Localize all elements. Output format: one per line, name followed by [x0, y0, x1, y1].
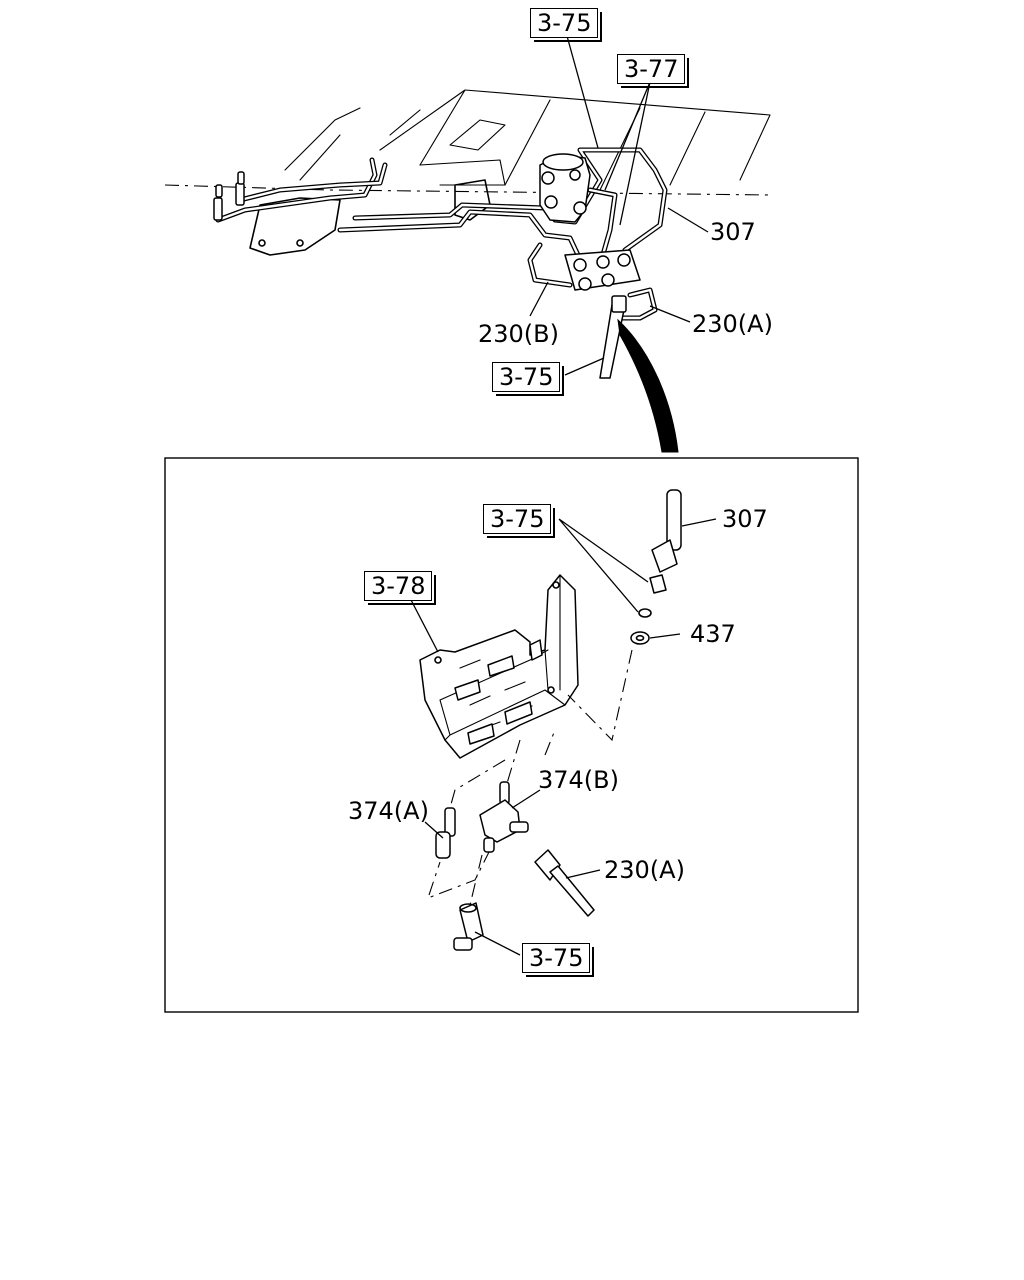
ref-box-3-77[interactable]: 3-77: [617, 54, 690, 88]
frame-rail: [284, 107, 421, 181]
bracket-3-78: [419, 574, 579, 759]
flare-nut: [651, 539, 678, 573]
ref-box-bottom-3-75[interactable]: 3-75: [492, 362, 565, 396]
top-assembly-view: [164, 35, 771, 453]
detail-callout-374b: 374(B): [538, 766, 619, 794]
flexible-hose: [599, 304, 626, 379]
pipe-230a: [534, 849, 595, 917]
detail-arrow: [617, 318, 679, 453]
top-leaders: [529, 35, 709, 376]
callout-230b: 230(B): [478, 320, 559, 348]
pipe-end-fittings: [213, 171, 245, 221]
washer-437: [630, 631, 650, 645]
tee-fitting-374b: [479, 781, 529, 853]
detail-leaders: [409, 518, 717, 956]
hose-fitting: [611, 295, 627, 313]
bracket-hole: [258, 239, 266, 247]
detail-ref-box-3-75-top[interactable]: 3-75: [483, 504, 556, 538]
detail-callout-307: 307: [722, 505, 768, 533]
pipe-307: [666, 489, 682, 551]
detail-callout-230a: 230(A): [604, 856, 685, 884]
detail-frame: [164, 457, 859, 1013]
top-pipes: [215, 147, 668, 321]
valve-assembly: [539, 153, 591, 223]
bracket-hole: [296, 239, 304, 247]
assembly-lines: [427, 649, 633, 906]
left-bracket: [249, 197, 341, 256]
hose-connector: [453, 902, 484, 951]
connector-374a: [435, 807, 456, 859]
junction-block: [564, 249, 641, 291]
detail-view: [409, 489, 717, 956]
nut: [649, 574, 667, 594]
detail-callout-437: 437: [690, 620, 736, 648]
callout-307: 307: [710, 218, 756, 246]
lock-washer: [638, 608, 652, 618]
ref-box-top-3-75[interactable]: 3-75: [530, 8, 603, 42]
center-line: [164, 184, 771, 196]
callout-230a: 230(A): [692, 310, 773, 338]
detail-callout-374a: 374(A): [348, 797, 429, 825]
detail-ref-box-3-78[interactable]: 3-78: [364, 571, 437, 605]
detail-ref-box-3-75-bottom[interactable]: 3-75: [522, 943, 595, 977]
floor-recess: [419, 119, 506, 186]
